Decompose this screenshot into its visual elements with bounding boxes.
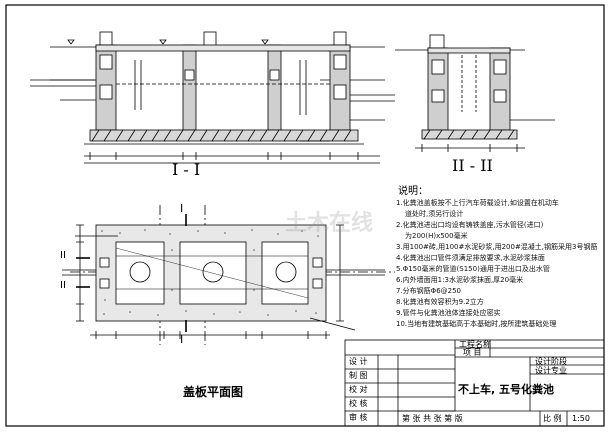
tb-row-audit: 审 核	[349, 413, 368, 422]
note-line: 2.化粪池进出口均设有铸铁盖座,污水管径(进口)	[396, 221, 544, 229]
section-cut-marks	[76, 214, 187, 332]
section-mark-top: I	[180, 202, 184, 215]
tb-row-design: 设 计	[349, 357, 368, 366]
sheet-border	[5, 4, 605, 427]
note-line: 7.分布钢筋Φ6@250	[396, 287, 462, 295]
section-mark-left-bottom: II	[60, 280, 66, 291]
tb-scale-value: 1:50	[572, 414, 590, 423]
note-line: 4.化粪池出口管件须满足排放要求,水泥砂浆抹面	[396, 254, 545, 262]
tb-discipline: 设计专业	[535, 366, 567, 375]
section-1-title: I - I	[172, 160, 201, 179]
tb-sheet: 第 张 共 张 第 版	[402, 414, 463, 423]
notes-heading: 说明：	[398, 186, 428, 197]
note-line: 1.化粪池盖板按不上行汽车荷载设计,如设置在机动车	[396, 199, 559, 207]
tb-phase: 设计阶段	[535, 357, 567, 366]
section-2-drawing	[395, 34, 555, 152]
concrete-speckle	[101, 229, 319, 316]
section-1-drawing	[30, 31, 395, 164]
note-line: 5.Φ150毫米的管道(S150)通用于进出口及出水管	[396, 265, 550, 273]
note-line: 3.用100#砖,用100#水泥砂浆,用200#混凝土,钢筋采用3号钢筋	[396, 243, 598, 251]
section-2-title: II - II	[452, 156, 493, 175]
note-line: 道处时,须另行设计	[405, 210, 464, 218]
note-line: 8.化粪池有效容积为9.2立方	[396, 298, 484, 306]
tb-item: 项 目	[463, 348, 482, 357]
tb-row-review: 校 核	[349, 399, 368, 408]
title-block-grid	[344, 339, 605, 427]
tb-row-drawing: 制 图	[349, 371, 368, 380]
plan-title: 盖板平面图	[183, 385, 244, 399]
note-line: 9.管件与化粪池池体连接处应密实	[396, 309, 501, 317]
note-line: 6.内外墙面用1:3水泥砂浆抹面,厚20毫米	[396, 276, 524, 284]
tb-scale-label: 比 例	[543, 414, 562, 423]
note-line: 10.当地有建筑基础高于本基础时,按所建筑基础处理	[396, 320, 557, 328]
tb-row-check: 校 对	[349, 385, 368, 394]
cover-plan-drawing	[62, 205, 395, 345]
note-line: 为200(H)x500毫米	[405, 232, 468, 240]
tb-drawing-title: 不上车, 五号化粪池	[458, 383, 555, 396]
section-mark-left-top: II	[60, 250, 66, 261]
watermark: 土木在线	[285, 211, 374, 236]
section-mark-bottom: I	[180, 333, 184, 346]
tb-project-name: 工程名称	[459, 340, 491, 349]
